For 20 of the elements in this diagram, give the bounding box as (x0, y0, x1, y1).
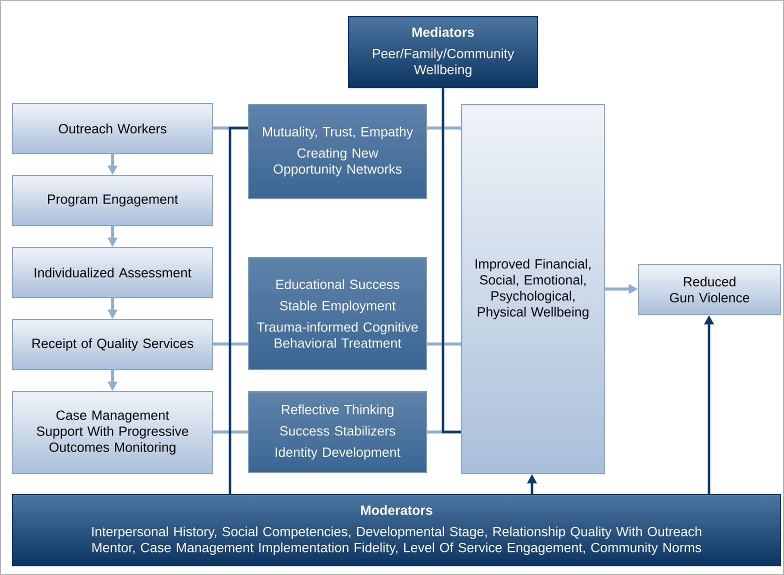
process-box: Outreach Workers (12, 103, 214, 154)
connector (213, 342, 248, 346)
factor-box: Educational Success Stable Employment Trauma-informed Cognitive Behavioral Treatment (248, 257, 428, 370)
factor-box: Reflective Thinking Success Stabilizers Identity Development (248, 391, 428, 474)
connector (427, 430, 461, 434)
connector (442, 88, 461, 434)
connector (213, 126, 248, 130)
process-box: Case Management Support With Progressive Outcomes Monitoring (12, 391, 214, 474)
process-box: Individualized Assessment (12, 247, 214, 298)
moderators-box: Moderators Interpersonal History, Social Competencies, Developmental Stage, Relationship Quality With Outreach Mentor, Case Management Implementation Fidelity, Level Of Service Engagement, Community Norms (12, 494, 782, 566)
outcome-box: Reduced Gun Violence (638, 264, 782, 316)
connector (228, 126, 248, 494)
factor-box: Mutuality, Trust, Empathy Creating New Opportunity Networks (248, 104, 428, 200)
connector (427, 342, 461, 346)
process-box: Receipt of Quality Services (12, 319, 214, 370)
mediators-box: Mediators Peer/Family/Community Wellbeing (348, 16, 538, 88)
process-box: Program Engagement (12, 175, 214, 226)
outcome-box: Improved Financial, Social, Emotional, Psychological, Physical Wellbeing (461, 104, 606, 474)
connector (427, 126, 461, 130)
connector (213, 430, 248, 434)
